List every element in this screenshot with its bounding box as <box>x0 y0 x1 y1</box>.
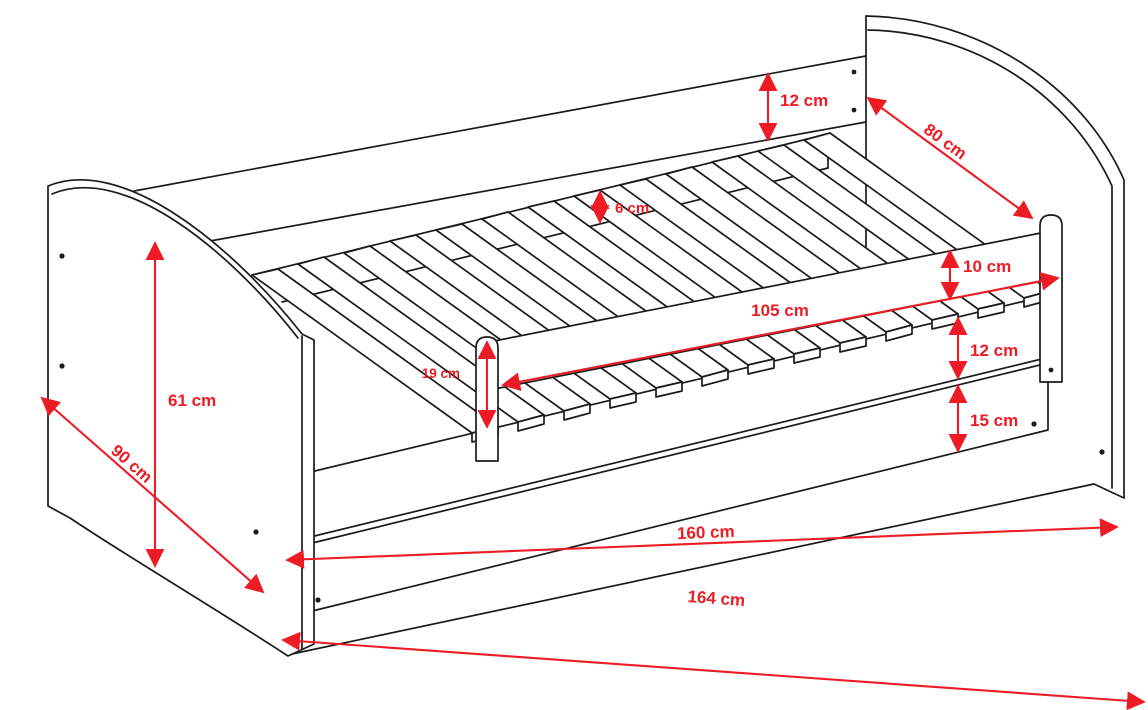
frame-bottom-edge <box>291 483 1095 655</box>
dim-arrow <box>866 96 1034 220</box>
slat-tab <box>609 392 637 409</box>
dim-arrow <box>285 518 1119 569</box>
headboard-outline <box>865 15 1125 499</box>
screw-dot <box>253 529 259 535</box>
dim-outer-length: 164 cm <box>281 587 1146 710</box>
dim-frame-side-height: 12 cm <box>948 316 1018 380</box>
screw-dot <box>1031 421 1037 427</box>
headboard-bottom-edge <box>1093 483 1125 499</box>
dim-guard-rail-length: 105 cm <box>501 271 1060 392</box>
slat-tab <box>563 403 591 421</box>
slat-tab <box>517 414 545 432</box>
dim-label: 105 cm <box>751 301 809 320</box>
dim-inner-length: 160 cm <box>285 518 1119 569</box>
dim-arrow <box>40 396 265 594</box>
back-rail-top-edge <box>133 55 867 192</box>
dim-label: 10 cm <box>963 257 1011 276</box>
dim-label: 12 cm <box>970 341 1018 360</box>
dim-top-rail-height: 12 cm <box>758 72 828 142</box>
screw-dot <box>315 597 321 603</box>
footboard-thickness-edge <box>51 186 299 339</box>
dim-slat-ledge-height: 6 cm <box>590 190 649 224</box>
back-rail <box>133 55 867 242</box>
back-rail-bottom-edge <box>209 121 867 242</box>
dim-guard-post-height: 19 cm <box>422 340 497 429</box>
dim-label: 6 cm <box>615 200 649 217</box>
footboard-panel <box>47 179 315 657</box>
ledge-bottom-edge <box>281 167 829 303</box>
dim-label: 12 cm <box>780 91 828 110</box>
guard-post-right <box>1039 214 1063 383</box>
screw-dot <box>1099 449 1105 455</box>
dim-label: 160 cm <box>677 522 735 543</box>
screw-dot <box>851 69 857 75</box>
dim-drawer-front-height: 15 cm <box>948 384 1018 453</box>
dim-arrow <box>281 631 1146 710</box>
dim-label: 19 cm <box>422 366 460 381</box>
screw-dot <box>851 107 857 113</box>
dim-label: 15 cm <box>970 411 1018 430</box>
footboard-outline <box>47 179 315 657</box>
dim-label: 61 cm <box>168 391 216 410</box>
dim-arrow <box>501 271 1060 392</box>
screw-dot <box>59 363 65 369</box>
screw-dot <box>1048 367 1054 373</box>
dim-label: 164 cm <box>687 587 746 610</box>
screw-dot <box>59 253 65 259</box>
headboard-thickness-edge <box>867 29 1113 489</box>
